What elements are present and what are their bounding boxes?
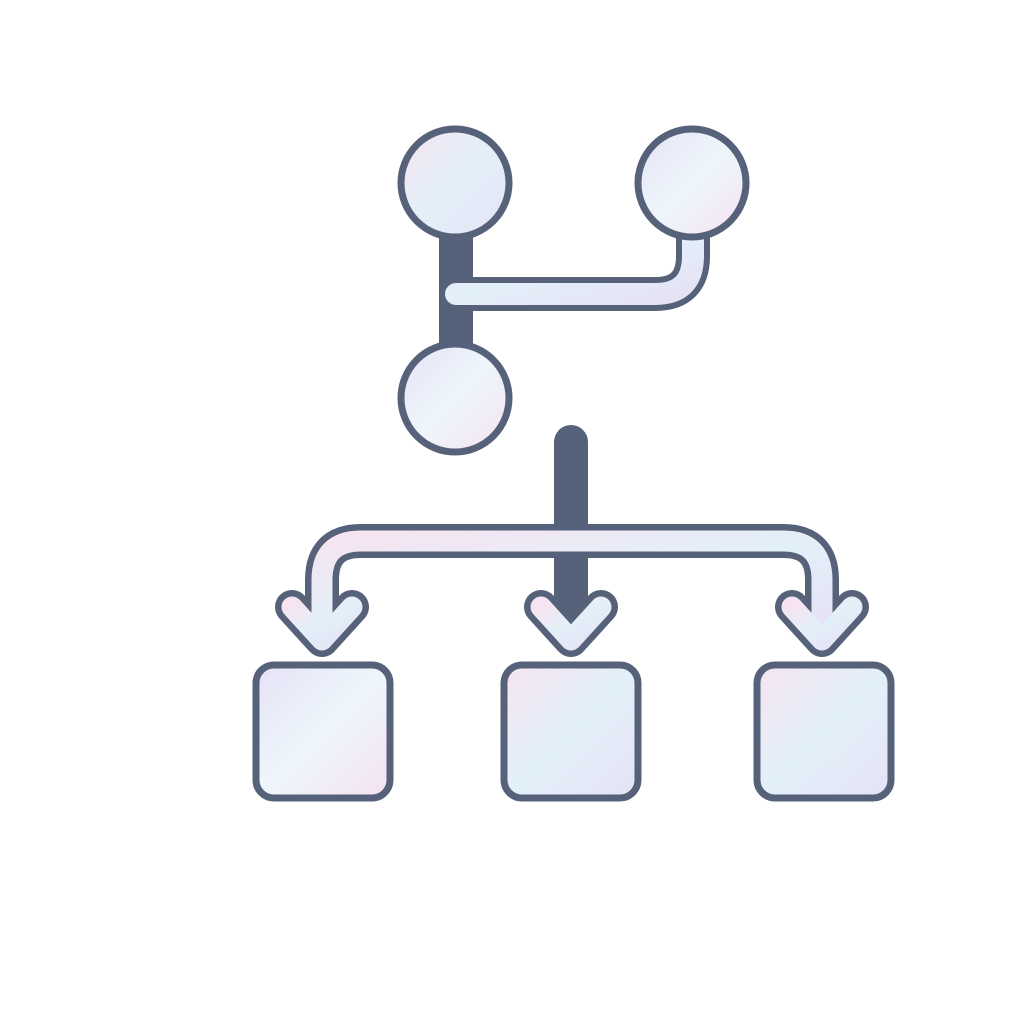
node-circle-top-left bbox=[397, 125, 513, 241]
node-circle-top-right bbox=[634, 125, 750, 241]
split-arrows bbox=[275, 425, 869, 657]
merge-connector bbox=[439, 213, 710, 367]
node-circle-bottom bbox=[397, 340, 513, 456]
box-left bbox=[252, 661, 394, 802]
box-right bbox=[753, 661, 895, 802]
box-middle bbox=[500, 661, 642, 802]
